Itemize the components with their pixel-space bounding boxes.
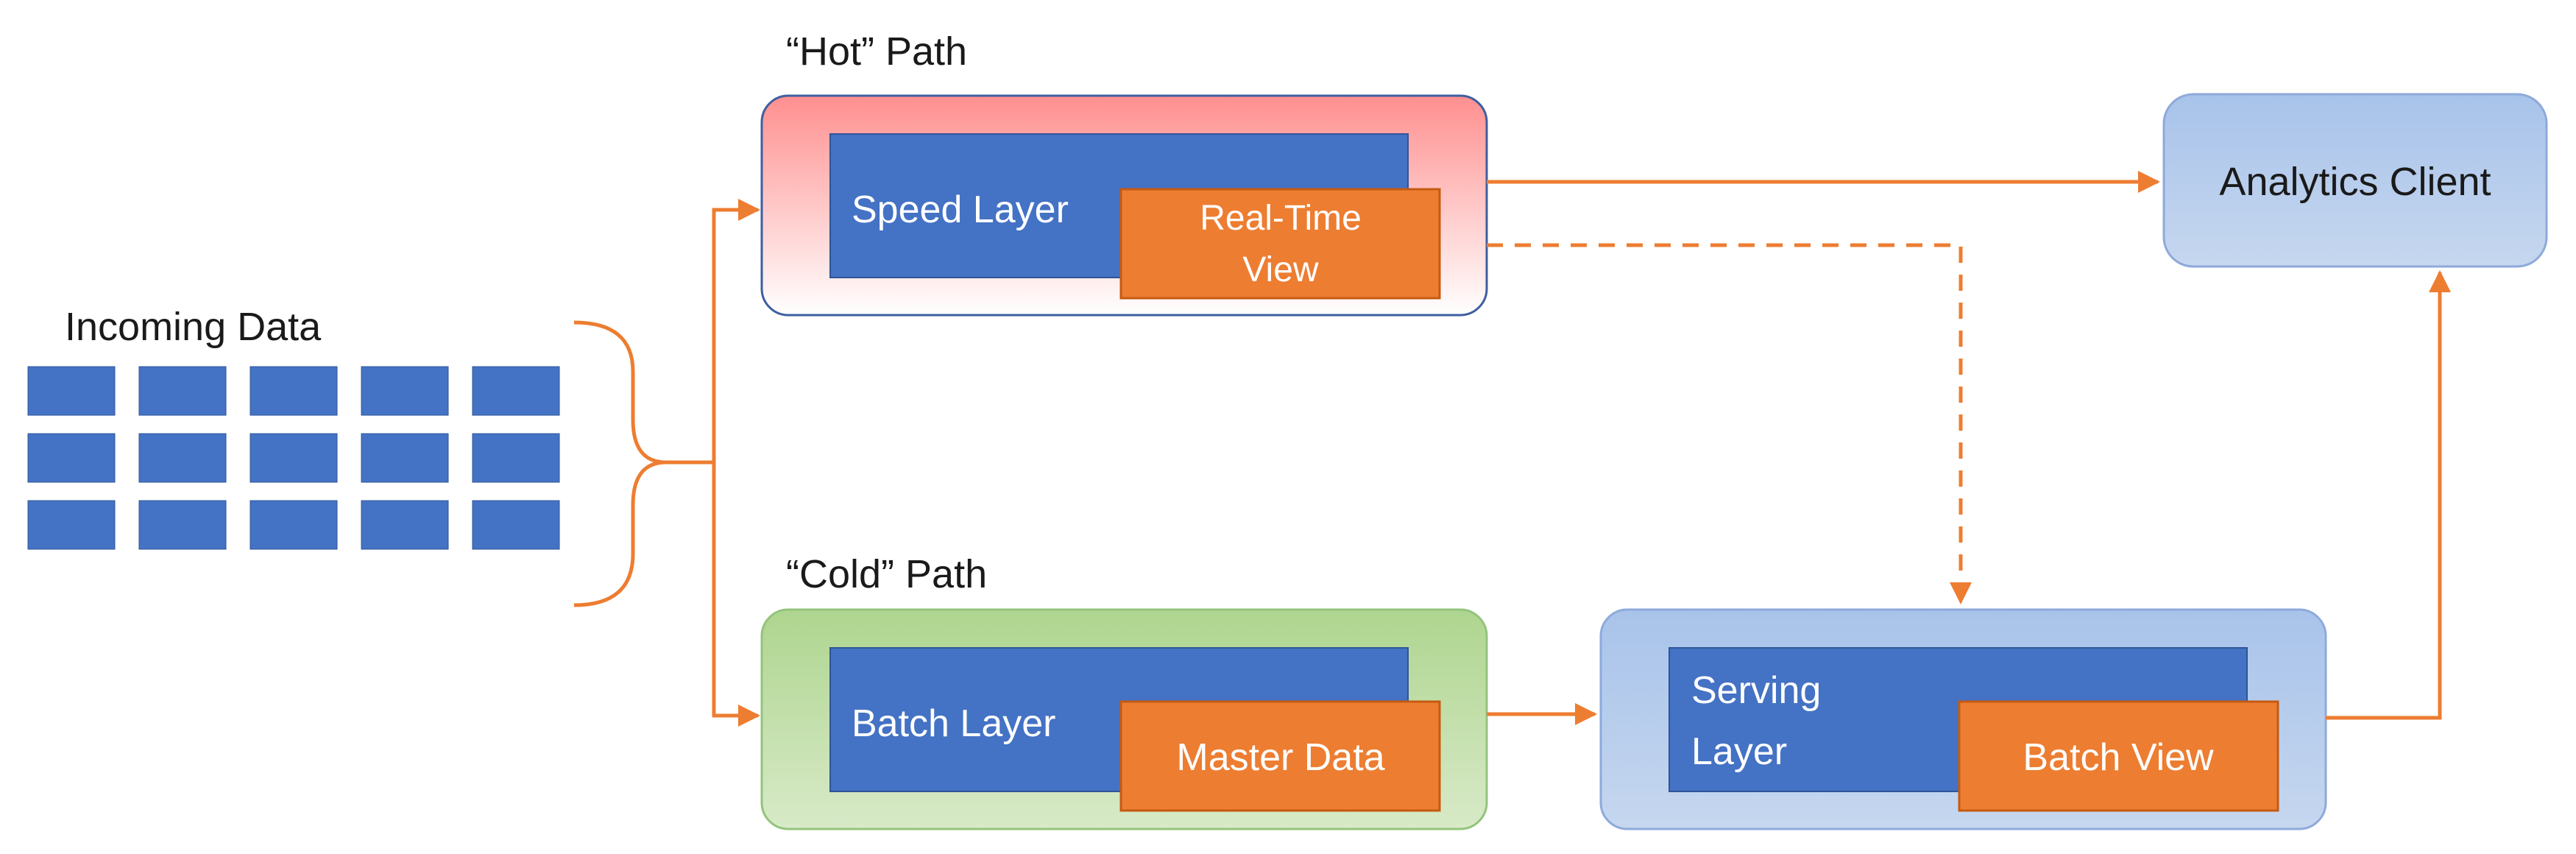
master-data-box: [1119, 700, 1441, 812]
analytics-client-box: [2162, 93, 2548, 268]
master-data-label: Master Data: [1176, 736, 1384, 779]
data-block: [27, 500, 116, 550]
analytics-client-label: Analytics Client: [2219, 160, 2491, 204]
arrow-serving-to-client: [2326, 270, 2451, 720]
data-block: [138, 366, 227, 416]
incoming-data-label: Incoming Data: [65, 305, 322, 349]
real-time-view-label-line1: Real-Time: [1200, 199, 1362, 238]
batch-layer-label: Batch Layer: [852, 702, 1056, 745]
data-block: [361, 500, 449, 550]
serving-layer-label-line1: Serving: [1691, 669, 1821, 712]
serving-layer-label-line2: Layer: [1691, 730, 1787, 773]
batch-view-label: Batch View: [2023, 736, 2214, 779]
cold-path-title: “Cold” Path: [786, 552, 987, 596]
data-block: [250, 500, 338, 550]
data-block: [472, 366, 560, 416]
speed-layer-label: Speed Layer: [852, 188, 1069, 231]
incoming-brace: [573, 320, 667, 607]
data-block: [138, 433, 227, 483]
hot-path-title: “Hot” Path: [786, 29, 967, 74]
split-arrow-hot: [666, 199, 760, 465]
data-block: [361, 366, 449, 416]
batch-view-box: [1958, 700, 2279, 812]
real-time-view-box: [1119, 188, 1441, 300]
data-block: [250, 433, 338, 483]
data-block: [472, 433, 560, 483]
real-time-view-label-line2: View: [1242, 250, 1319, 289]
data-block: [250, 366, 338, 416]
arrow-hot-to-serving-dashed: [1487, 243, 1972, 604]
data-block: [27, 433, 116, 483]
data-block: [27, 366, 116, 416]
data-block: [138, 500, 227, 550]
data-block: [472, 500, 560, 550]
data-block: [361, 433, 449, 483]
split-arrow-cold: [712, 462, 760, 727]
incoming-data-grid: [27, 366, 560, 550]
